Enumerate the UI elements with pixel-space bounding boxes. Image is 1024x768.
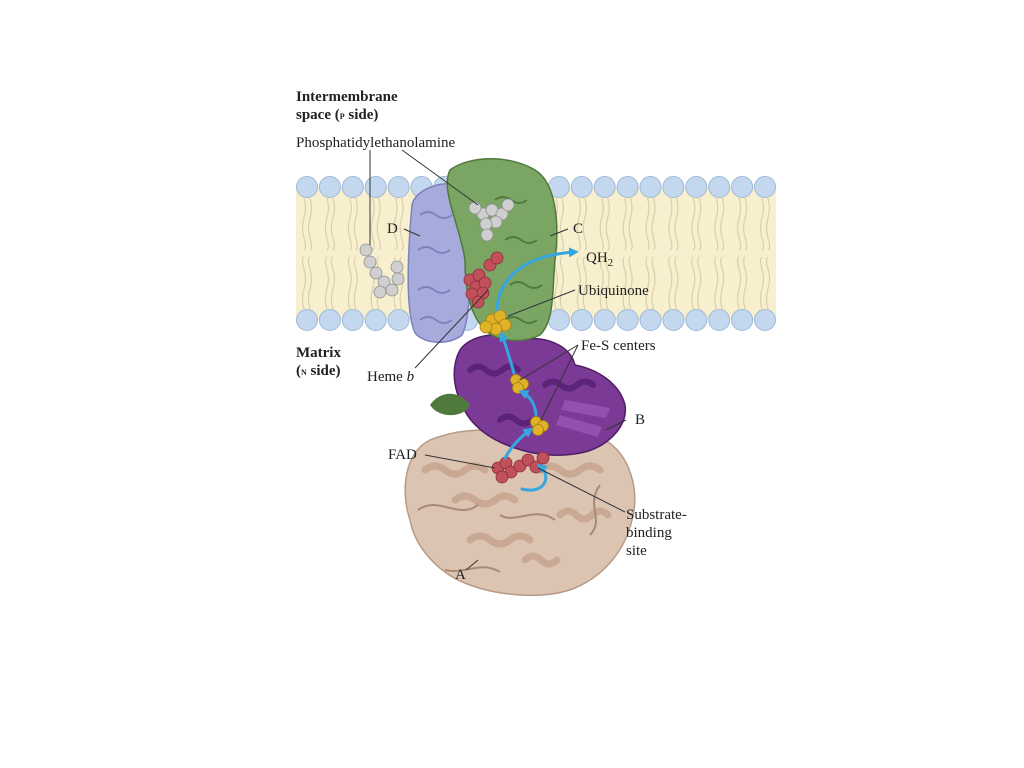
lipid-head: [686, 177, 707, 198]
substrate-binding-label-3: site: [626, 543, 647, 559]
lipid-head: [388, 177, 409, 198]
lipid-head: [297, 177, 318, 198]
lipid-head: [319, 177, 340, 198]
lipid-head: [548, 310, 569, 331]
subunit-a-label: A: [455, 567, 466, 583]
lipid-head: [365, 177, 386, 198]
lipid-head: [297, 310, 318, 331]
lipid-head: [571, 310, 592, 331]
matrix-label-line1: Matrix: [296, 345, 341, 361]
fe-s-centers-label: Fe-S centers: [581, 338, 656, 354]
ubiquinone-label: Ubiquinone: [578, 283, 649, 299]
lipid-head: [732, 310, 753, 331]
subunit-d-label: D: [387, 221, 398, 237]
substrate-binding-label-2: binding: [626, 525, 672, 541]
lipid-head: [617, 310, 638, 331]
substrate-binding-label-1: Substrate-: [626, 507, 687, 523]
subunit-b-label: B: [635, 412, 645, 428]
fad-label: FAD: [388, 447, 417, 463]
lipid-head: [594, 177, 615, 198]
lipid-head: [319, 310, 340, 331]
subunit-a: [405, 430, 635, 596]
lipid-head: [617, 177, 638, 198]
lipid-head: [686, 310, 707, 331]
phosphatidylethanolamine-label: Phosphatidylethanolamine: [296, 135, 455, 151]
lipid-head: [365, 310, 386, 331]
lipid-head: [663, 177, 684, 198]
lipid-head: [709, 310, 730, 331]
ims-label-line1: Intermembrane: [296, 89, 398, 105]
lipid-head: [755, 310, 776, 331]
lipid-head: [663, 310, 684, 331]
lipid-head: [732, 177, 753, 198]
lipid-head: [342, 310, 363, 331]
lipid-head: [640, 310, 661, 331]
heme-b-label: Heme b: [367, 369, 415, 385]
lipid-head: [709, 177, 730, 198]
matrix-label-line2: (n side): [296, 363, 341, 379]
subunit-c-label: C: [573, 221, 583, 237]
lipid-head: [571, 177, 592, 198]
lipid-head: [342, 177, 363, 198]
lipid-head: [388, 310, 409, 331]
lipid-head: [640, 177, 661, 198]
lipid-head: [594, 310, 615, 331]
lipid-head: [755, 177, 776, 198]
ims-label-line2: space (p side): [296, 107, 378, 123]
